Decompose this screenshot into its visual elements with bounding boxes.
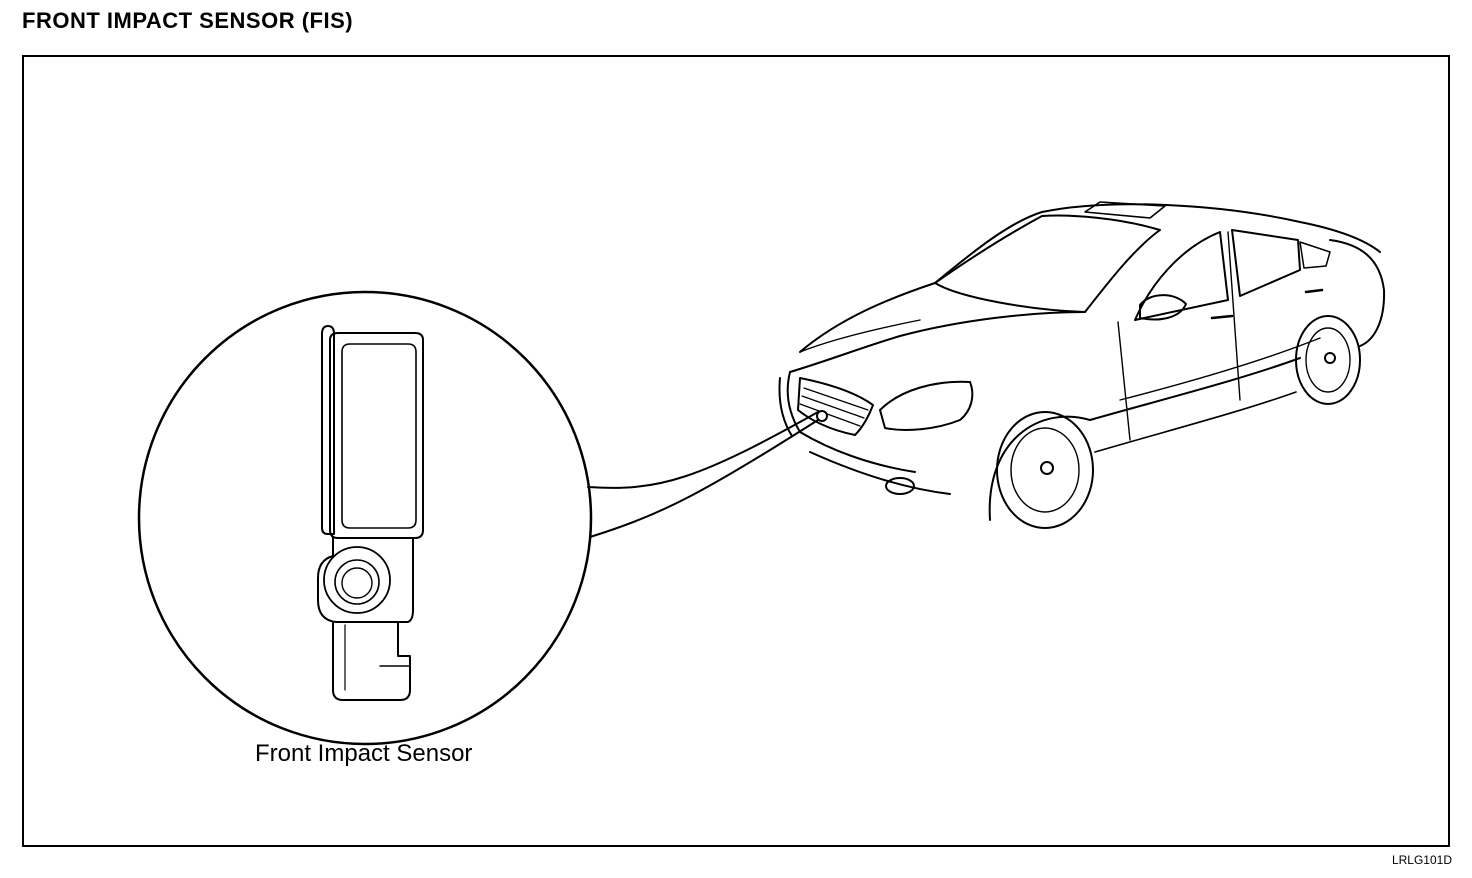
leader-line-upper (587, 411, 819, 489)
sensor-callout-label: Front Impact Sensor (255, 740, 473, 767)
figure-code: LRLG101D (1391, 853, 1452, 867)
diagram-frame (22, 55, 1450, 847)
page-title: FRONT IMPACT SENSOR (FIS) (22, 8, 354, 33)
sedan-icon (778, 201, 1386, 529)
sensor-icon (317, 325, 424, 701)
detail-magnifier-circle (137, 290, 593, 746)
leader-line-lower (589, 419, 819, 538)
